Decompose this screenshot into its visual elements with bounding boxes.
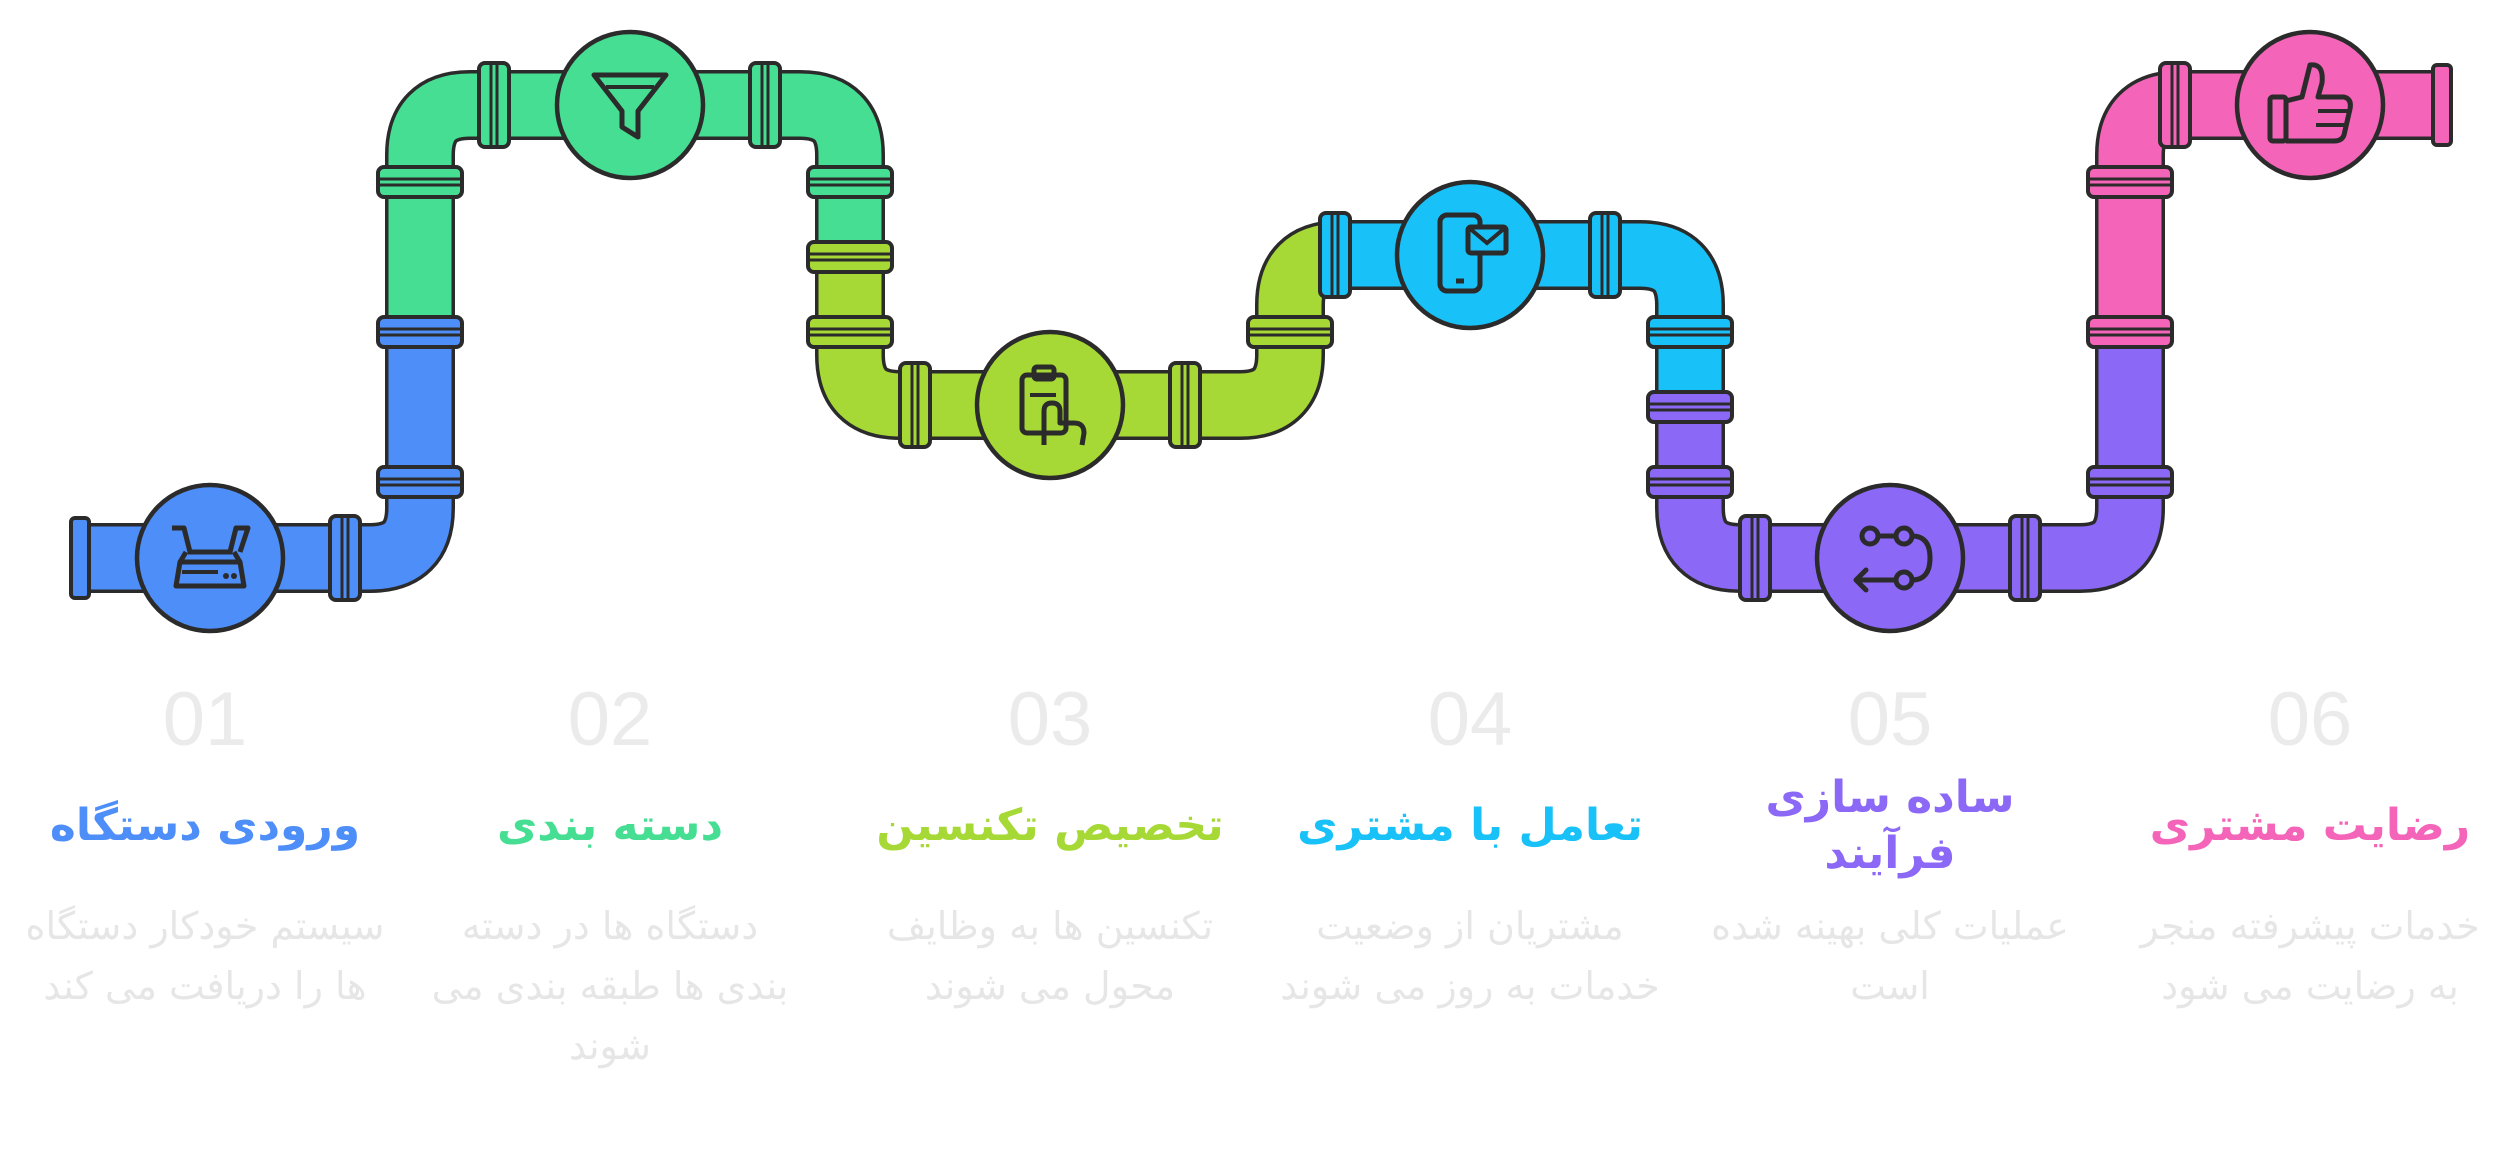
step-title: رضایت مشتری (2149, 800, 2471, 851)
pipe-segment-3 (818, 223, 1342, 437)
pipe-collar (898, 361, 932, 449)
pipe-segment-4 (1340, 223, 1722, 405)
step-number: 06 (2267, 677, 2353, 762)
step-number: 05 (1847, 677, 1933, 762)
step-number: 04 (1427, 677, 1513, 762)
step-description: خدمات پیشرفته منجر به رضایت می شود (2140, 904, 2480, 1008)
thumbs-up-icon (2267, 62, 2353, 144)
step-circle-6 (2234, 29, 2386, 181)
pipe-collar (1588, 211, 1622, 299)
pipe-collar (376, 165, 464, 199)
pipe-collar (2158, 61, 2192, 149)
workflow-icon (1853, 525, 1933, 593)
pipeline-diagram (69, 29, 2453, 634)
step-description: تکنسین ها به وظایف محول می شوند (886, 904, 1214, 1008)
step-number: 03 (1007, 677, 1093, 762)
step-1: 01 ورودی دستگاه سیستم خودکار دستگاه ها ر… (15, 680, 395, 1016)
pipe-collar (477, 61, 511, 149)
pipe-end-cap-right (2431, 63, 2453, 147)
pipe-collar (1646, 465, 1734, 499)
step-title: تعامل با مشتری (1297, 800, 1643, 851)
step-description: دستگاه ها در دسته بندی ها طبقه بندی می ش… (431, 904, 789, 1068)
pipe-collar (1738, 514, 1772, 602)
step-description: عملیات کلی بهینه شده است (1711, 904, 2069, 1008)
step-6: 06 رضایت مشتری خدمات پیشرفته منجر به رضا… (2120, 680, 2500, 1016)
pipe-collar (376, 465, 464, 499)
pipe-collar (1168, 361, 1202, 449)
step-circle-4 (1394, 179, 1546, 331)
step-circle-1 (134, 482, 286, 634)
pipe-segment-1 (75, 340, 452, 590)
step-title: ورودی دستگاه (49, 800, 361, 851)
step-circle-5 (1814, 482, 1966, 634)
phone-mail-icon (1437, 212, 1509, 294)
clipboard-hand-icon (1019, 364, 1087, 446)
pipe-collar (748, 61, 782, 149)
pipe-collars (69, 61, 2453, 602)
step-circle-2 (554, 29, 706, 181)
pipe-collar (2086, 315, 2174, 349)
scanner-icon (172, 525, 251, 589)
pipe-collar (328, 514, 362, 602)
step-2: 02 دسته بندی دستگاه ها در دسته بندی ها ط… (420, 680, 800, 1076)
step-5: 05 ساده سازی فرآیند عملیات کلی بهینه شده… (1700, 680, 2080, 1016)
pipe-collar (376, 315, 464, 349)
step-3: 03 تخصیص تکنسین تکنسین ها به وظایف محول … (860, 680, 1240, 1016)
pipe-collar (806, 315, 894, 349)
pipe-collar (1646, 390, 1734, 424)
pipe-collar (806, 165, 894, 199)
step-circles (134, 29, 2386, 634)
step-title: تخصیص تکنسین (876, 800, 1224, 851)
step-title: ساده سازی فرآیند (1765, 772, 2015, 879)
step-number: 01 (162, 677, 248, 762)
step-number: 02 (567, 677, 653, 762)
pipe-collar (806, 240, 894, 274)
pipe-end-cap-left (69, 516, 91, 600)
step-description: مشتریان از وضعیت خدمات به روز می شوند (1280, 904, 1660, 1008)
filter-icon (591, 72, 669, 140)
pipe-collar (2086, 465, 2174, 499)
pipe-collar (1318, 211, 1352, 299)
pipe-collar (2086, 165, 2174, 199)
pipe-collar (1246, 315, 1334, 349)
step-title: دسته بندی (496, 800, 724, 851)
step-description: سیستم خودکار دستگاه ها را دریافت می کند (25, 904, 385, 1008)
pipe-collar (2008, 514, 2042, 602)
step-4: 04 تعامل با مشتری مشتریان از وضعیت خدمات… (1280, 680, 1660, 1016)
pipe-collar (1646, 315, 1734, 349)
step-circle-3 (974, 329, 1126, 481)
